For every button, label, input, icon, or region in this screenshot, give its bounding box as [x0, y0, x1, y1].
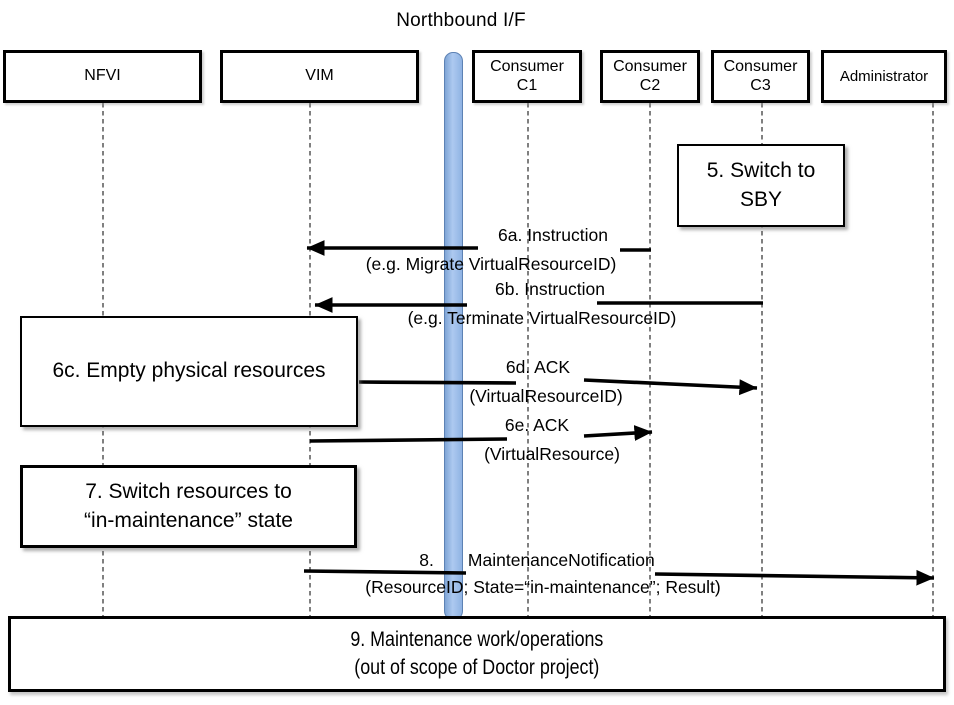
actor-nfvi: NFVI	[3, 50, 202, 103]
step-text: 7. Switch resources to “in-maintenance” …	[84, 480, 293, 532]
diagram-title: Northbound I/F	[396, 10, 526, 31]
message-params-8: (ResourceID; State=“in-maintenance”; Res…	[365, 577, 721, 597]
actor-label: Consumer C1	[490, 58, 564, 94]
message-params-6b: (e.g. Terminate VirtualResourceID)	[407, 308, 677, 328]
message-params-6d: (VirtualResourceID)	[469, 386, 623, 406]
message-label-8: 8. MaintenanceNotification	[419, 550, 655, 570]
message-arrow-6d-tail	[358, 380, 517, 385]
message-label-6a: 6a. Instruction	[498, 225, 608, 245]
actor-label: Consumer C2	[613, 58, 687, 94]
message-arrow-8-tail	[303, 569, 467, 575]
step-box-6c-empty-resources: 6c. Empty physical resources	[20, 316, 358, 427]
message-label-6b: 6b. Instruction	[495, 279, 605, 299]
actor-vim: VIM	[220, 50, 419, 103]
step-text: 6c. Empty physical resources	[52, 359, 326, 383]
step-box-9-maintenance-work: 9. Maintenance work/operations (out of s…	[8, 616, 946, 692]
message-label-6e: 6e. ACK	[504, 415, 570, 435]
step-text: 5. Switch to SBY	[706, 159, 816, 211]
actor-consumer-c1: Consumer C1	[472, 50, 582, 103]
actor-label: NFVI	[84, 67, 121, 85]
actor-label: VIM	[305, 67, 334, 85]
actor-administrator: Administrator	[821, 50, 947, 103]
actor-label: Consumer C3	[723, 58, 798, 94]
step-box-7-switch-resources: 7. Switch resources to “in-maintenance” …	[20, 465, 357, 548]
actor-consumer-c2: Consumer C2	[600, 50, 700, 103]
step-text: 9. Maintenance work/operations (out of s…	[350, 627, 604, 679]
message-arrow-6e-tail	[309, 437, 508, 443]
step-box-5-switch-to-sby: 5. Switch to SBY	[677, 144, 845, 227]
message-label-6d: 6d. ACK	[505, 357, 571, 377]
northbound-if-bar	[444, 52, 463, 620]
actor-consumer-c3: Consumer C3	[711, 50, 810, 103]
message-params-6a: (e.g. Migrate VirtualResourceID)	[365, 254, 617, 274]
actor-label: Administrator	[839, 67, 929, 85]
message-arrow-6e	[583, 425, 653, 441]
message-params-6e: (VirtualResource)	[484, 444, 620, 464]
